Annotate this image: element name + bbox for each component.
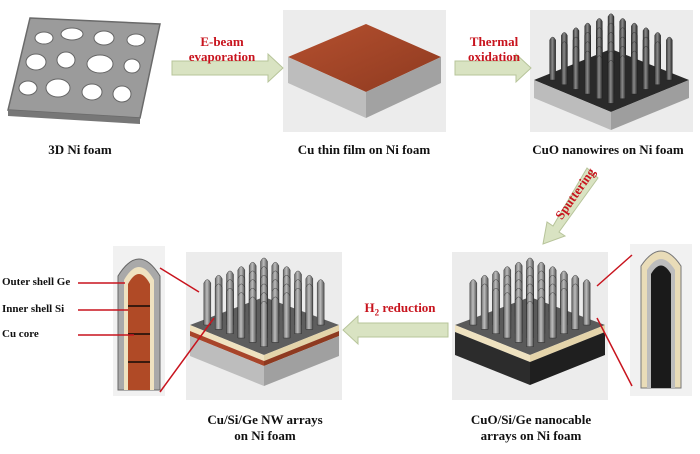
label-cu-si-ge-line1: Cu/Si/Ge NW arrays [207,412,323,427]
cuo-nanocable-closeup [630,244,692,396]
arrow-h2-reduction [342,314,449,346]
nanowire [596,55,603,99]
cu-film-block [288,24,441,118]
label-cuo-si-ge-line2: arrays on Ni foam [480,428,582,443]
cuo-nanowire-block [534,13,689,130]
nanowire [469,279,478,326]
process-h2-reduction: H2 reduction [352,300,448,321]
arrow-thermal [454,52,532,84]
label-cu-film: Cu thin film on Ni foam [297,142,431,157]
nanowire [226,287,234,334]
nanowire [619,55,626,99]
label-cuo-si-ge: CuO/Si/Ge nanocable arrays on Ni foam [446,412,616,444]
nanowire [537,296,546,343]
nanowire [503,292,512,339]
h2-sub: 2 [374,307,380,318]
label-outer-shell: Outer shell Ge [2,276,71,288]
h2-suffix: reduction [379,300,436,315]
nanowire [492,287,500,334]
label-cuo-nanowires: CuO nanowires on Ni foam [532,142,684,157]
process-e-beam-line1: E-beam [200,34,244,49]
process-e-beam-line2: evaporation [188,49,256,64]
nanowire [248,296,257,343]
arrow-sputtering [542,167,599,245]
nanowire [526,300,534,347]
arrow-e-beam [171,52,284,84]
nanowire [282,292,291,339]
nanowire [271,296,280,343]
nanowire [571,283,580,330]
ni-foam-illustration [7,17,161,124]
nanowire [548,292,557,339]
cuo-si-ge-block [455,257,605,385]
process-e-beam: E-beam evaporation [176,34,268,64]
nanowire [214,283,223,330]
nanowire [316,279,325,326]
nanowire [237,292,246,339]
process-thermal: Thermal oxidation [456,34,532,64]
nanowire [572,46,580,90]
nanowire [480,283,489,330]
nanowire [584,50,591,95]
label-cu-si-ge-line2: on Ni foam [234,428,296,443]
h2-h: H [364,300,375,315]
label-cu-core: Cu core [2,328,39,340]
cu-si-ge-closeup [113,246,165,396]
label-cu-si-ge: Cu/Si/Ge NW arrays on Ni foam [180,412,350,444]
nanowire [582,279,591,326]
process-thermal-line2: oxidation [467,49,520,64]
nanowire [305,283,314,330]
nanowire [203,279,212,326]
nanowire [560,287,568,334]
nanowire [607,60,615,104]
nanowire [654,41,661,85]
cu-si-ge-block [190,257,339,386]
nanowire [260,300,268,347]
callout-lines [78,254,633,393]
process-thermal-line1: Thermal [469,34,519,49]
nanowire [294,287,302,334]
label-inner-shell: Inner shell Si [2,303,65,315]
nanowire [642,46,650,90]
nanowire [561,41,568,85]
nanowire [549,36,556,81]
nanowire [666,36,673,81]
label-ni-foam: 3D Ni foam [48,142,112,157]
nanowire [514,296,523,343]
label-cuo-si-ge-line1: CuO/Si/Ge nanocable [470,412,592,427]
nanowire [631,50,638,95]
